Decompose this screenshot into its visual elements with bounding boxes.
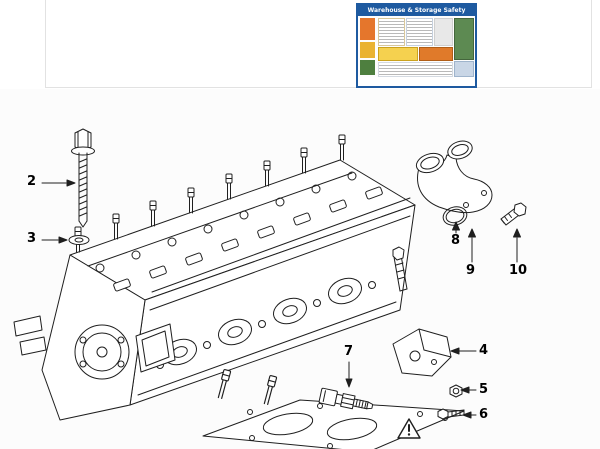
poster-graphic-block [454,61,474,77]
thermostat-housing-part-9[interactable] [414,138,493,214]
callout-7[interactable]: 7 [344,344,354,359]
head-gasket[interactable] [202,399,465,449]
callout-10[interactable]: 10 [509,263,528,278]
poster-graphic-block [360,42,375,58]
cylinder-head[interactable] [13,134,416,421]
poster-graphic [358,16,475,77]
washer-part-3[interactable] [68,235,90,245]
callout-5[interactable]: 5 [479,382,489,397]
bolt-part-2[interactable] [71,128,95,228]
leader-lines [41,179,521,419]
bolt-part-6[interactable] [437,408,465,420]
top-panel: Warehouse & Storage Safety [45,0,592,88]
poster-title: Warehouse & Storage Safety [358,5,475,16]
poster-graphic-block [434,18,453,46]
nut-part-5[interactable] [449,384,463,398]
poster-graphic-block [378,62,453,77]
callout-4[interactable]: 4 [479,343,489,358]
callout-9[interactable]: 9 [466,263,476,278]
poster-graphic-block [378,47,418,61]
poster-graphic-block [406,18,433,46]
sensor-part-7[interactable] [318,387,374,414]
callout-2[interactable]: 2 [27,174,37,189]
callout-3[interactable]: 3 [27,231,37,246]
callout-8[interactable]: 8 [451,233,461,248]
poster-graphic-block [360,18,375,40]
callout-6[interactable]: 6 [479,407,489,422]
poster-graphic-block [360,60,375,75]
poster-graphic-block [419,47,453,61]
poster-graphic-block [378,18,405,46]
poster-graphic-block [454,18,474,60]
bracket-part-4[interactable] [392,328,452,377]
bolt-part-10[interactable] [500,202,527,226]
safety-poster-thumbnail[interactable]: Warehouse & Storage Safety [356,3,477,88]
